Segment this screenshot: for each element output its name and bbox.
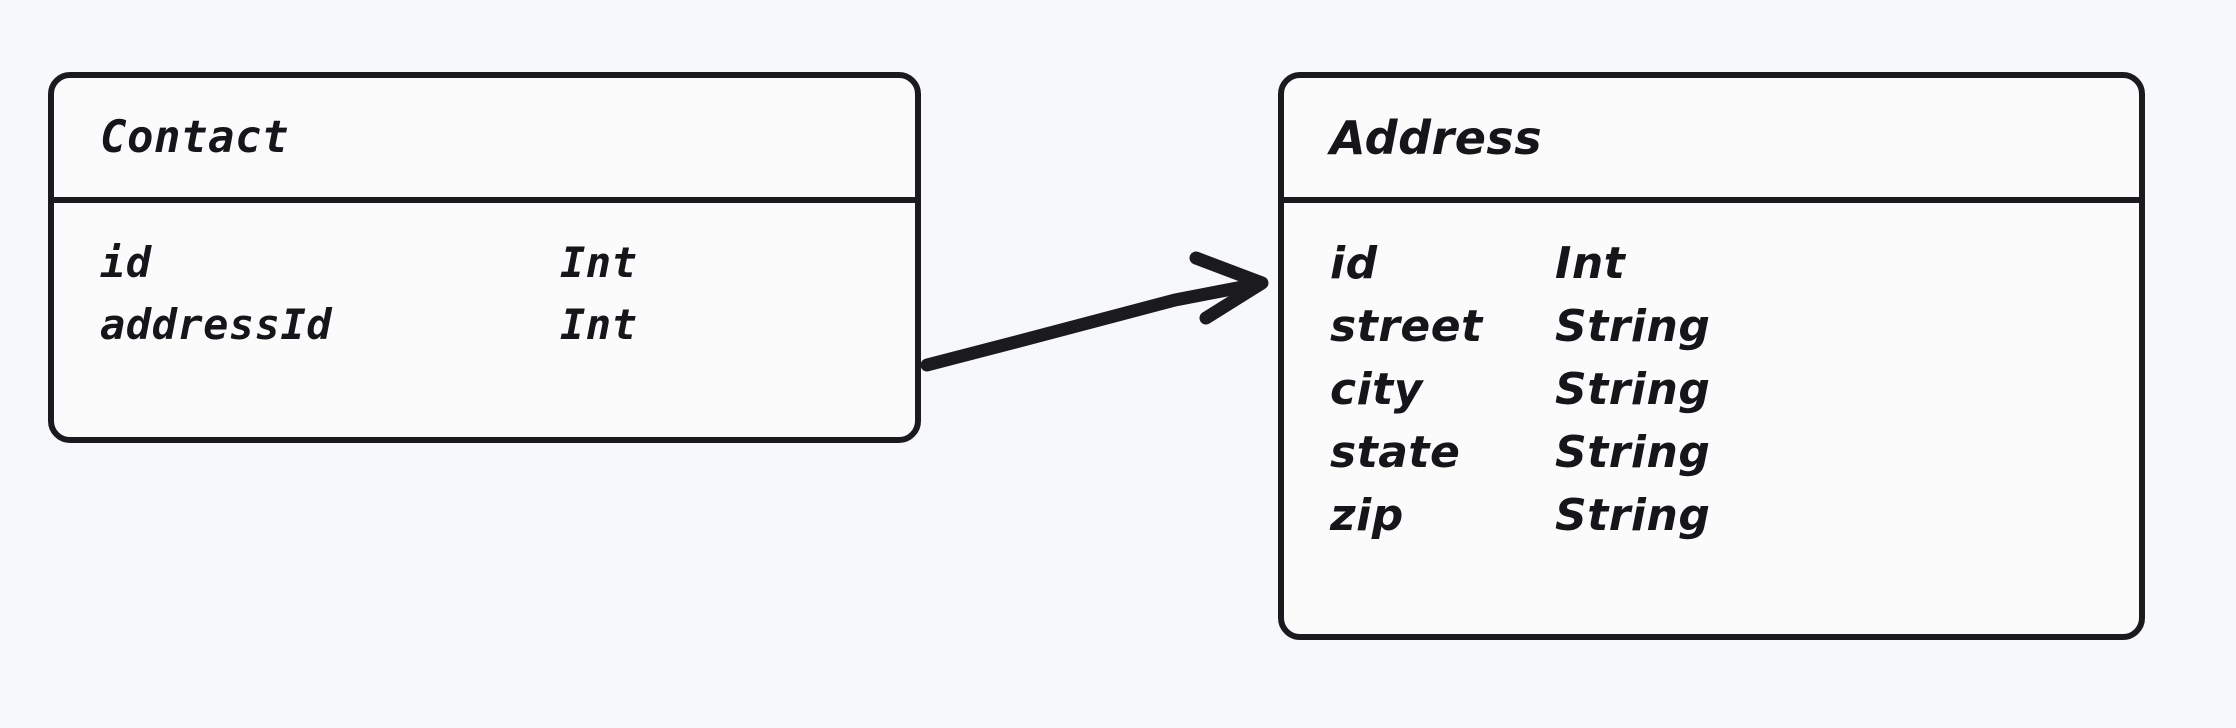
field-name: street: [1330, 301, 1483, 352]
arrow-shaft: [920, 277, 1265, 372]
entity-address-header: Address: [1284, 78, 2139, 197]
entity-contact-divider: [54, 197, 915, 203]
entity-contact-title: Contact: [100, 112, 289, 163]
field-name: zip: [1330, 490, 1404, 541]
arrowhead-icon: [1189, 251, 1269, 325]
field-type: Int: [560, 300, 638, 349]
field-row[interactable]: addressId Int: [100, 300, 915, 362]
field-type: Int: [560, 238, 638, 287]
field-type: String: [1555, 364, 1711, 415]
field-name: addressId: [100, 300, 333, 349]
entity-contact-header: Contact: [54, 78, 915, 197]
entity-contact[interactable]: Contact id Int addressId Int: [48, 72, 921, 443]
field-name: id: [100, 238, 152, 287]
relationship-arrow-contact-to-address[interactable]: [920, 251, 1269, 372]
field-type: String: [1555, 427, 1711, 478]
entity-contact-fields: id Int addressId Int: [54, 238, 915, 362]
entity-address-title: Address: [1330, 110, 1543, 165]
entity-address[interactable]: Address id Int street String city String…: [1278, 72, 2145, 640]
field-row[interactable]: id Int: [100, 238, 915, 300]
field-row[interactable]: id Int: [1330, 238, 2139, 301]
entity-address-fields: id Int street String city String state S…: [1284, 238, 2139, 553]
field-type: String: [1555, 301, 1711, 352]
field-type: Int: [1555, 238, 1626, 289]
field-name: city: [1330, 364, 1423, 415]
field-name: id: [1330, 238, 1378, 289]
field-row[interactable]: zip String: [1330, 490, 2139, 553]
field-row[interactable]: state String: [1330, 427, 2139, 490]
field-row[interactable]: street String: [1330, 301, 2139, 364]
field-type: String: [1555, 490, 1711, 541]
field-row[interactable]: city String: [1330, 364, 2139, 427]
entity-address-divider: [1284, 197, 2139, 203]
field-name: state: [1330, 427, 1461, 478]
